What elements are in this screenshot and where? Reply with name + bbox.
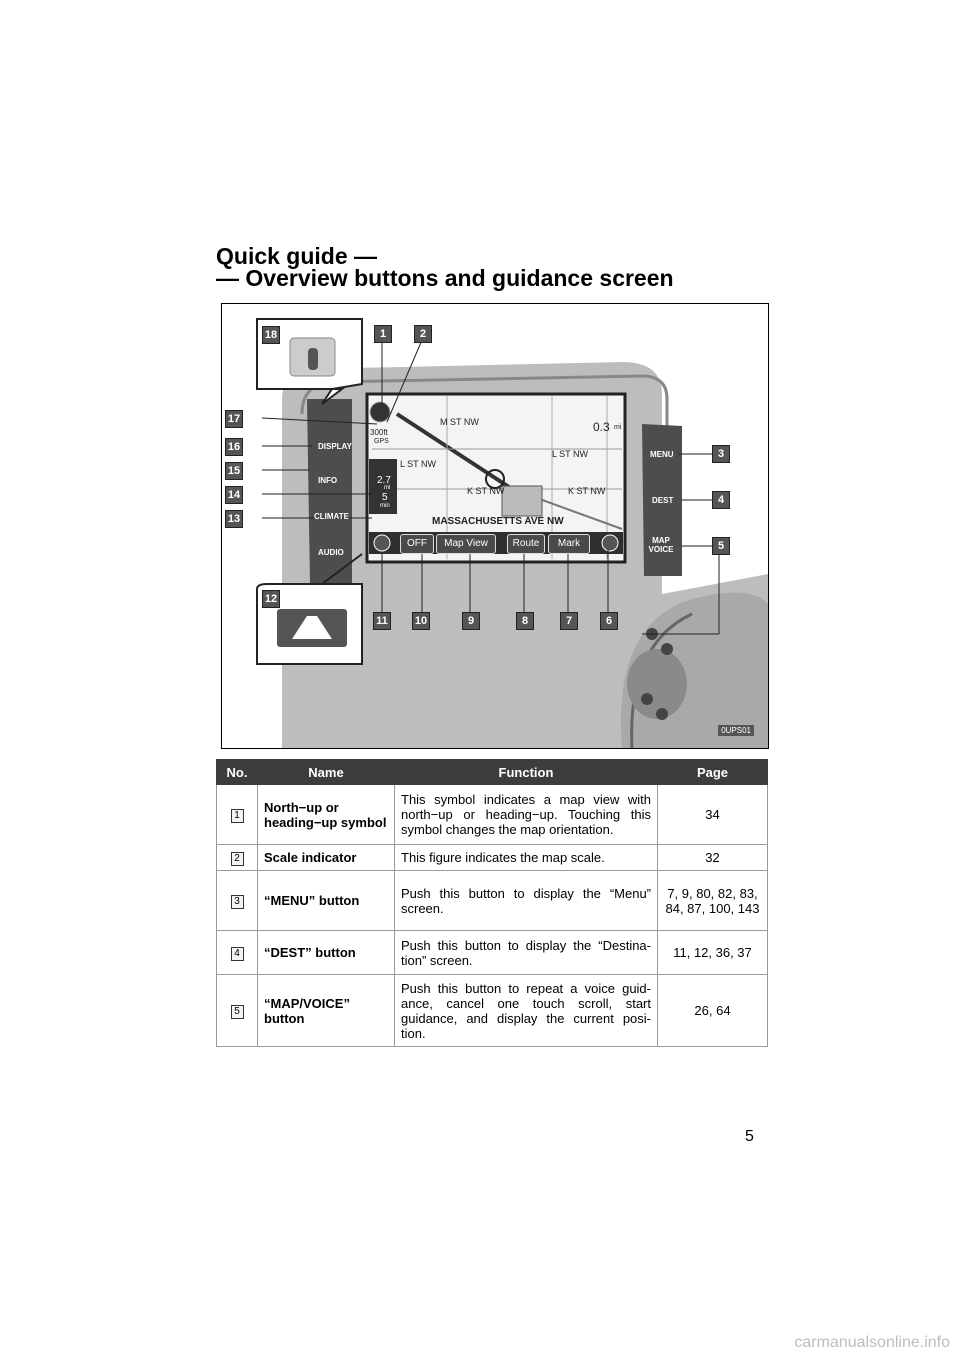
display-button[interactable]: DISPLAY (318, 442, 352, 451)
callout-6: 6 (600, 612, 618, 630)
mark-button[interactable]: Mark (548, 534, 590, 554)
distance-value: 0.3 (593, 420, 610, 434)
route-button[interactable]: Route (507, 534, 545, 554)
header-function: Function (394, 759, 658, 785)
info-button[interactable]: INFO (318, 476, 338, 485)
table-row: 5 “MAP/VOICE” button Push this button to… (216, 974, 768, 1047)
climate-button[interactable]: CLIMATE (314, 512, 349, 521)
callout-5: 5 (712, 537, 730, 555)
dest-button[interactable]: DEST (652, 496, 674, 505)
table-header-row: No. Name Function Page (216, 759, 768, 785)
trip-distance: 2.7 (377, 475, 391, 486)
callout-4: 4 (712, 491, 730, 509)
callout-14: 14 (225, 486, 243, 504)
gps-indicator: GPS (374, 438, 389, 445)
dashboard-drawing (256, 318, 768, 748)
map-view-button[interactable]: Map View (436, 534, 496, 554)
street-label: K ST NW (568, 486, 606, 496)
callout-11: 11 (373, 612, 391, 630)
figure-code: 0UPS01 (718, 725, 754, 736)
street-label: K ST NW (467, 486, 505, 496)
callout-2: 2 (414, 325, 432, 343)
trip-time-unit: min (380, 503, 390, 509)
callout-1: 1 (374, 325, 392, 343)
scale-indicator: 300ft (370, 428, 388, 437)
row-page: 7, 9, 80, 82, 83, 84, 87, 100, 143 (657, 870, 768, 931)
row-function: Push this button to repeat a voice guid-… (394, 974, 658, 1047)
callout-12: 12 (262, 590, 280, 608)
callout-16: 16 (225, 438, 243, 456)
row-number-cell: 3 (216, 870, 258, 931)
dashboard-illustration: M ST NW L ST NW K ST NW K ST NW L ST NW … (221, 303, 769, 749)
row-number: 2 (230, 852, 244, 866)
row-number-cell: 1 (216, 784, 258, 845)
row-number: 3 (230, 895, 244, 909)
page-title-line-2: — Overview buttons and guidance screen (216, 265, 674, 291)
street-label: MASSACHUSETTS AVE NW (432, 516, 564, 527)
table-row: 4 “DEST” button Push this button to disp… (216, 930, 768, 975)
callout-13: 13 (225, 510, 243, 528)
callout-7: 7 (560, 612, 578, 630)
row-number: 1 (230, 809, 244, 823)
row-number-cell: 4 (216, 930, 258, 975)
header-no: No. (216, 759, 258, 785)
row-function: Push this button to display the “Destina… (394, 930, 658, 975)
distance-unit: mi (614, 424, 622, 431)
row-number-cell: 2 (216, 844, 258, 871)
row-function: Push this button to display the “Menu” s… (394, 870, 658, 931)
header-name: Name (257, 759, 395, 785)
row-page: 34 (657, 784, 768, 845)
callout-18: 18 (262, 326, 280, 344)
row-page: 26, 64 (657, 974, 768, 1047)
row-number-cell: 5 (216, 974, 258, 1047)
trip-time: 5 (382, 492, 388, 503)
audio-button[interactable]: AUDIO (318, 548, 344, 557)
row-name: “DEST” button (257, 930, 395, 975)
callout-3: 3 (712, 445, 730, 463)
callout-17: 17 (225, 410, 243, 428)
row-function: This figure indicates the map scale. (394, 844, 658, 871)
street-label: M ST NW (440, 417, 479, 427)
row-name: Scale indicator (257, 844, 395, 871)
page-title-line-1: Quick guide — (216, 243, 378, 269)
row-page: 32 (657, 844, 768, 871)
menu-button[interactable]: MENU (650, 450, 674, 459)
table-row: 1 North−up or heading−up symbol This sym… (216, 784, 768, 845)
row-name: “MENU” button (257, 870, 395, 931)
street-label: L ST NW (400, 459, 437, 469)
row-function: This symbol indicates a map view with no… (394, 784, 658, 845)
callout-15: 15 (225, 462, 243, 480)
row-number: 4 (230, 947, 244, 961)
map-voice-button[interactable]: MAP VOICE (648, 536, 674, 554)
table-row: 3 “MENU” button Push this button to disp… (216, 870, 768, 931)
callout-8: 8 (516, 612, 534, 630)
guidance-off-button[interactable]: OFF (400, 534, 434, 554)
overview-table: No. Name Function Page 1 North−up or hea… (216, 759, 768, 1047)
row-page: 11, 12, 36, 37 (657, 930, 768, 975)
callout-9: 9 (462, 612, 480, 630)
trip-distance-unit: mi (384, 485, 391, 491)
row-name: “MAP/VOICE” button (257, 974, 395, 1047)
header-page: Page (657, 759, 768, 785)
row-number: 5 (230, 1005, 244, 1019)
watermark: carmanualsonline.info (794, 1334, 950, 1351)
street-label: L ST NW (552, 449, 589, 459)
callout-10: 10 (412, 612, 430, 630)
page-number: 5 (745, 1128, 754, 1145)
table-row: 2 Scale indicator This figure indicates … (216, 844, 768, 871)
row-name: North−up or heading−up symbol (257, 784, 395, 845)
